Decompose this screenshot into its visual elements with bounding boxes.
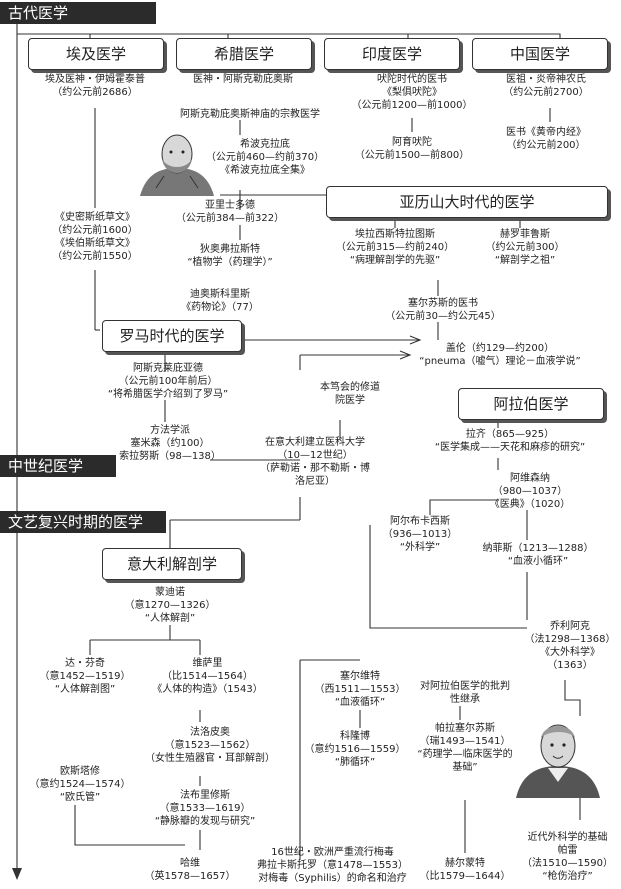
box-china: 中国医学: [472, 38, 608, 70]
text-harvey: 哈维 （英1578—1657）: [144, 858, 236, 882]
text-asclepius: 医神・阿斯克勒庇奥斯: [193, 74, 293, 85]
box-alexandria: 亚历山大时代的医学: [326, 186, 608, 218]
text-mondino: 蒙迪诺 （意1270—1326） “人体解剖”: [124, 587, 216, 624]
hippocrates-portrait-icon: [136, 128, 218, 196]
box-italy: 意大利解剖学: [102, 548, 242, 580]
band-ancient: 古代医学: [0, 2, 156, 24]
text-dioscorides: 迪奥斯科里斯 《药物论》（77）: [181, 289, 259, 313]
text-guy: 乔利阿克 （法1298—1368） 《大外科学》 （1363）: [524, 621, 616, 671]
text-asclepiades: 阿斯克莱庇亚德 （公元前100年前后） “将希腊医学介绍到了罗马”: [107, 363, 229, 400]
text-aristotle: 亚里士多德 （公元前384—前322）: [175, 200, 285, 224]
band-renaissance: 文艺复兴时期的医学: [0, 511, 166, 533]
text-paracelsus: 帕拉塞尔苏斯 （瑞1493—1541） “药理学—临床医学的 基础”: [417, 723, 513, 773]
text-avicenna: 阿维森纳 （980—1037） 《医典》（1020）: [489, 473, 571, 510]
text-hippocrates: 希波克拉底 （公元前460—约前370） 《希波克拉底全集》: [205, 139, 325, 176]
text-monastery: 本笃会的修道 院医学: [320, 382, 380, 406]
text-ibn-nafis: 纳菲斯（1213—1288） “血液小循环”: [482, 543, 594, 567]
text-albucasis: 阿尔布卡西斯 （936—1013） “外科学”: [382, 516, 458, 553]
text-celsus: 塞尔苏斯的医书 （公元前30—约公元45）: [385, 298, 501, 322]
text-ayurveda: 阿育吠陀 （公元前1500—前800）: [354, 137, 470, 161]
text-pare: 近代外科学的基础 帕雷 （法1510—1590） “枪伤治疗”: [522, 832, 613, 882]
text-falloppio: 法洛皮奥 （意1523—1562） （女性生殖器官・耳部解剖）: [145, 727, 275, 764]
text-galen: 盖伦（约129—约200） “pneuma（嘘气）理论－血液学说”: [419, 343, 581, 367]
text-servetus: 塞尔维特 （西1511—1553） “血液循环”: [314, 671, 406, 708]
box-india: 印度医学: [324, 38, 460, 70]
band-medieval: 中世纪医学: [0, 455, 116, 477]
text-herophilus: 赫罗菲鲁斯 （约公元前300） “解剖学之祖”: [485, 229, 565, 266]
box-greece: 希腊医学: [176, 38, 312, 70]
text-davinci: 达・芬奇 （意1452—1519） “人体解剖图”: [39, 658, 131, 695]
text-syphilis: 16世纪・欧洲严重流行梅毒 弗拉卡斯托罗（意1478—1553） 对梅毒（Syp…: [257, 847, 408, 884]
text-salerno: 在意大利建立医科大学 （10—12世纪） （萨勒诺・那不勒斯・博 洛尼亚）: [260, 437, 370, 487]
text-critique: 对阿拉伯医学的批判 性继承: [420, 681, 510, 705]
text-rhazes: 拉齐（865—925） “医学集成——天花和麻疹的研究”: [434, 429, 586, 453]
text-papyrus: 《史密斯纸草文》 （约公元前1600） 《埃伯斯纸草文》 （约公元前1550）: [52, 212, 138, 262]
text-asclepius-temple: 阿斯克勒庇奥斯神庙的宗教医学: [180, 109, 320, 120]
text-erasistratus: 埃拉西斯特拉图斯 （公元前315—约前240） “病理解剖学的先驱”: [335, 229, 455, 266]
timeline-arrow: [12, 868, 22, 880]
text-fabricius: 法布里修斯 （意1533—1619） “静脉瓣的发现与研究”: [154, 790, 256, 827]
text-veda: 吠陀时代的医书 《梨俱吠陀》 （公元前1200—前1000）: [351, 74, 473, 111]
text-huangdi: 医书《黄帝内经》 （约公元前200）: [506, 127, 586, 151]
text-eustachi: 欧斯塔修 （意约1524—1574） “欧氏管”: [29, 766, 131, 803]
box-rome: 罗马时代的医学: [102, 320, 242, 352]
text-methodic: 方法学派 塞米森（约100） 索拉努斯（98—138）: [119, 425, 221, 462]
text-imhotep: 埃及医神・伊姆霍泰普 （约公元前2686）: [45, 74, 145, 98]
box-arab: 阿拉伯医学: [458, 388, 604, 420]
text-vesalius: 维萨里 （比1514—1564） 《人体的构造》（1543）: [152, 658, 263, 695]
text-colombo: 科隆博 （意约1516—1559） “肺循环”: [304, 731, 406, 768]
text-shennong: 医祖・炎帝神农氏 （约公元前2700）: [503, 74, 589, 98]
text-helmont: 赫尔蒙特 （比1579—1644）: [419, 858, 511, 882]
text-theophrastus: 狄奥弗拉斯特 “植物学（药理学）”: [187, 244, 273, 268]
paracelsus-portrait-icon: [512, 716, 604, 798]
box-egypt: 埃及医学: [28, 38, 164, 70]
